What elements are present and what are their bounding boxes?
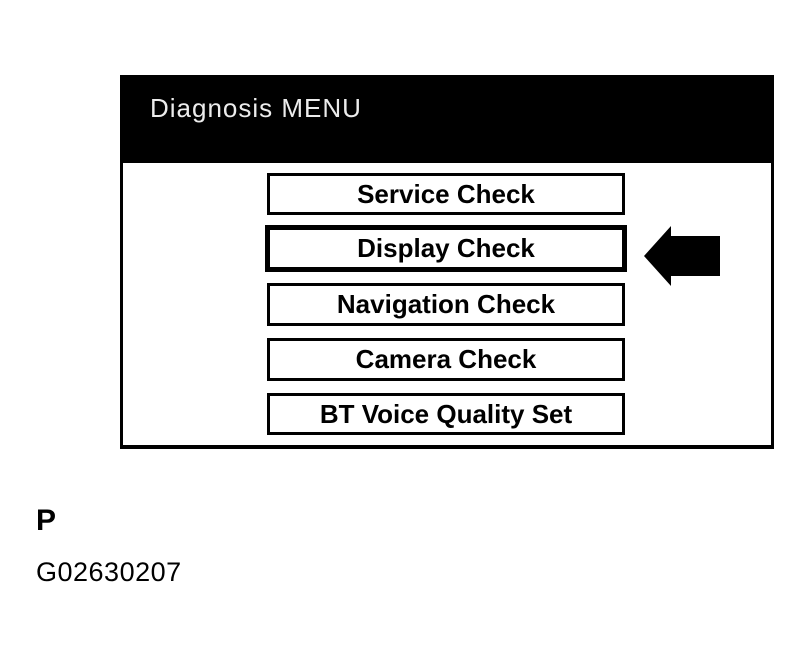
diagnosis-menu-panel: Diagnosis MENU Service Check Display Che… [120,75,774,449]
display-check-button[interactable]: Display Check [265,225,627,272]
panel-header: Diagnosis MENU [120,75,774,163]
left-arrow-icon [644,224,720,288]
service-check-button[interactable]: Service Check [267,173,625,215]
figure-id: G02630207 [36,557,182,587]
bt-voice-quality-set-button[interactable]: BT Voice Quality Set [267,393,625,435]
navigation-check-button[interactable]: Navigation Check [267,283,625,326]
camera-check-button[interactable]: Camera Check [267,338,625,381]
figure-label: P [36,504,57,537]
panel-title: Diagnosis MENU [150,93,362,123]
